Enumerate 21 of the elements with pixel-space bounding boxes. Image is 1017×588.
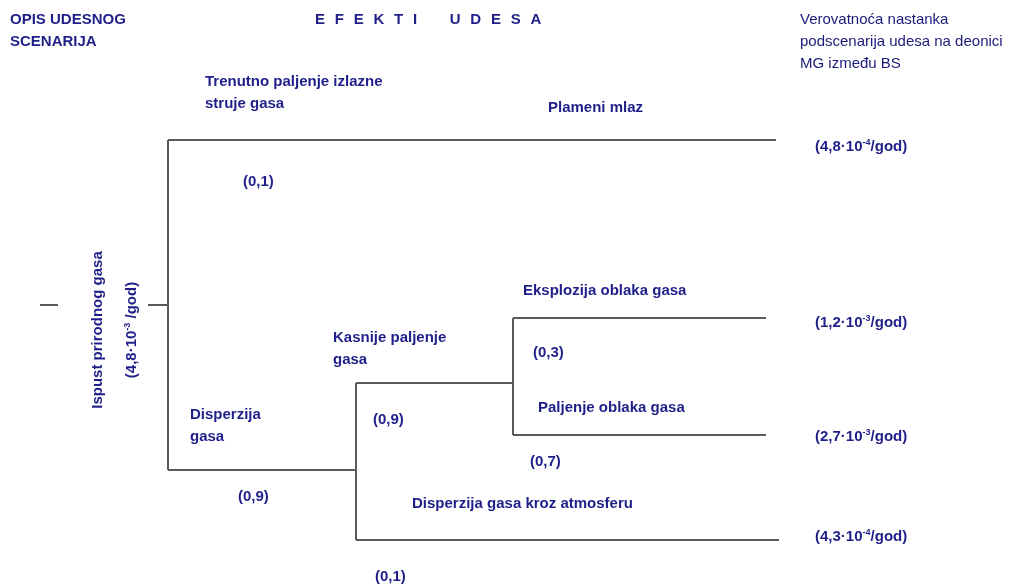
vertical-label: Ispust prirodnog gasa xyxy=(87,250,106,411)
text-label: (4,8·10$^{-4}$/god) xyxy=(815,136,909,156)
text-label: Verovatnoća nastanka podscenarija udesa na deonici MG između BS xyxy=(800,9,1004,73)
text-label: (0,3) xyxy=(533,342,565,362)
text-label: (0,9) xyxy=(238,486,270,506)
text-label: EFEKTI UDESA xyxy=(315,9,552,29)
text-label: OPIS UDESNOG SCENARIJA xyxy=(10,9,127,51)
text-label: (2,7·10$^{-3}$/god) xyxy=(815,426,909,446)
text-label: Trenutno paljenje izlazne struje gasa xyxy=(205,71,384,113)
text-label: Paljenje oblaka gasa xyxy=(538,397,686,417)
text-label: Disperzija gasa kroz atmosferu xyxy=(412,493,634,513)
text-label: Kasnije paljenje gasa xyxy=(333,327,448,369)
text-label: (0,1) xyxy=(375,566,407,586)
text-label: (0,7) xyxy=(530,451,562,471)
text-label: Plameni mlaz xyxy=(548,97,645,117)
text-label: (0,1) xyxy=(243,171,275,191)
text-label: Disperzija gasa xyxy=(190,404,262,446)
text-label: (4,3·10$^{-4}$/god) xyxy=(815,526,909,546)
text-label: (1,2·10$^{-3}$/god) xyxy=(815,312,909,332)
text-label: Eksplozija oblaka gasa xyxy=(523,280,688,300)
text-label: (0,9) xyxy=(373,409,405,429)
